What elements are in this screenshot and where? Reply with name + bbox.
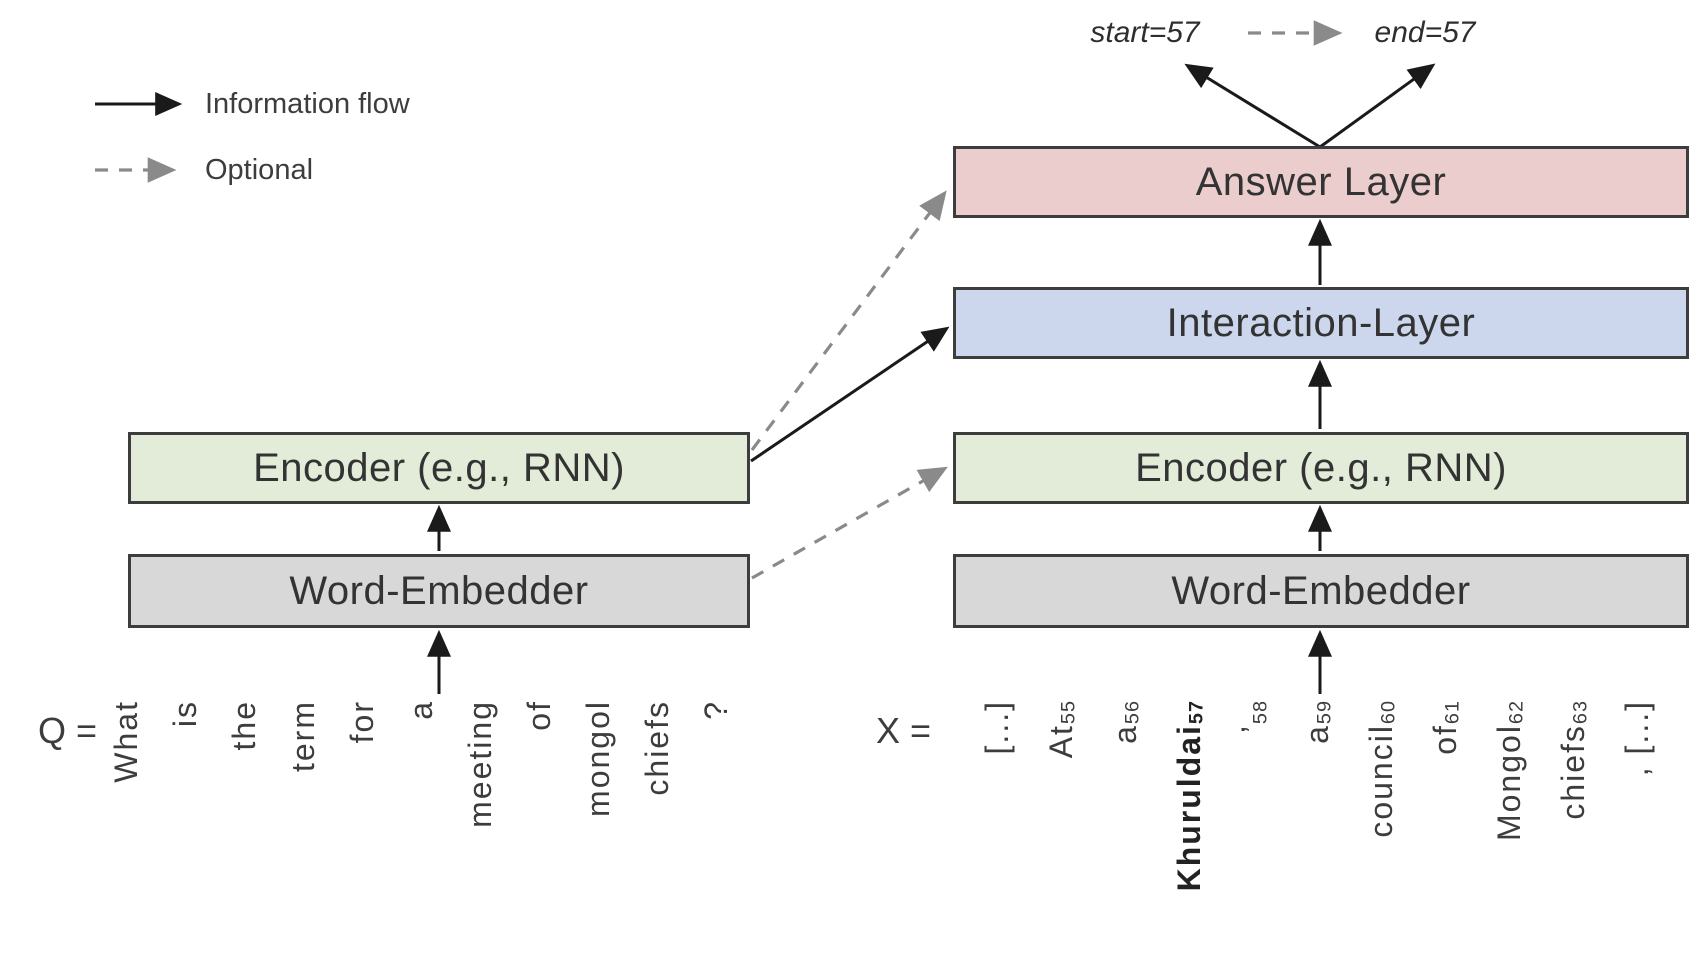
context-encoder-box: Encoder (e.g., RNN) bbox=[953, 432, 1689, 504]
question-word-embedder-box: Word-Embedder bbox=[128, 554, 750, 628]
question-token: chiefs bbox=[628, 700, 687, 796]
question-token: ? bbox=[687, 700, 746, 720]
answer-end-label: end=57 bbox=[1374, 16, 1476, 49]
question-prefix: Q = bbox=[38, 710, 98, 751]
question-word-embedder-label: Word-Embedder bbox=[289, 568, 589, 613]
context-token: a59 bbox=[1286, 700, 1350, 744]
answer-layer-label: Answer Layer bbox=[1195, 159, 1447, 204]
context-token: Mongol62 bbox=[1478, 700, 1542, 841]
context-token-text: [...] bbox=[979, 700, 1016, 755]
context-token-text: of61 bbox=[1426, 700, 1464, 755]
answer-start-label: start=57 bbox=[1090, 16, 1200, 49]
context-token: a56 bbox=[1094, 700, 1158, 744]
context-token: ’58 bbox=[1222, 700, 1286, 733]
question-token-text: for bbox=[343, 700, 380, 744]
context-token-text: ’58 bbox=[1234, 700, 1272, 734]
answer-to-start-arrow bbox=[1184, 63, 1321, 149]
context-token: , [...] bbox=[1606, 700, 1670, 776]
question-token-text: term bbox=[284, 700, 321, 772]
question-token-text: the bbox=[225, 700, 262, 751]
question-token: the bbox=[215, 700, 274, 750]
context-encoder-label: Encoder (e.g., RNN) bbox=[1135, 445, 1507, 490]
legend-optional-label: Optional bbox=[205, 154, 314, 186]
question-token: What bbox=[97, 700, 156, 783]
question-token: mongol bbox=[569, 700, 628, 817]
context-token: of61 bbox=[1414, 700, 1478, 755]
context-token: At55 bbox=[1030, 700, 1094, 758]
question-token: a bbox=[392, 700, 451, 720]
context-token-text: a56 bbox=[1106, 700, 1144, 744]
question-token-text: a bbox=[402, 700, 439, 720]
question-token-text: chiefs bbox=[638, 700, 675, 796]
question-token: meeting bbox=[451, 700, 510, 828]
question-token-row: What is the term for a meeting bbox=[97, 700, 746, 960]
context-word-embedder-box: Word-Embedder bbox=[953, 554, 1689, 628]
question-token-text: mongol bbox=[579, 700, 616, 817]
question-encoder-to-interaction-arrow bbox=[750, 326, 950, 463]
context-token-text: Mongol62 bbox=[1490, 700, 1528, 842]
question-token-text: is bbox=[166, 700, 203, 728]
context-word-embedder-label: Word-Embedder bbox=[1171, 568, 1471, 613]
context-token-text: At55 bbox=[1042, 700, 1080, 759]
interaction-layer-box: Interaction-Layer bbox=[953, 287, 1689, 359]
context-token: council60 bbox=[1350, 700, 1414, 838]
context-token-text: chiefs63 bbox=[1554, 700, 1592, 820]
answer-layer-box: Answer Layer bbox=[953, 146, 1689, 218]
question-embedder-to-context-encoder-optional-arrow bbox=[751, 466, 948, 580]
question-token-text: What bbox=[107, 700, 144, 783]
legend-information-flow-label: Information flow bbox=[205, 88, 410, 120]
question-encoder-label: Encoder (e.g., RNN) bbox=[253, 445, 625, 490]
context-token-text: council60 bbox=[1362, 700, 1400, 838]
context-token: Khuruldai57 bbox=[1158, 700, 1222, 891]
interaction-layer-label: Interaction-Layer bbox=[1166, 300, 1476, 345]
question-token: is bbox=[156, 700, 215, 727]
context-token: chiefs63 bbox=[1542, 700, 1606, 820]
question-encoder-to-answer-optional-arrow bbox=[750, 190, 947, 451]
context-token-text: a59 bbox=[1298, 700, 1336, 744]
question-token-text: of bbox=[520, 700, 557, 731]
answer-to-end-arrow bbox=[1319, 63, 1436, 149]
question-token-text: ? bbox=[697, 700, 734, 720]
question-token: term bbox=[274, 700, 333, 772]
question-token-text: meeting bbox=[461, 700, 498, 828]
context-prefix: X = bbox=[876, 710, 932, 751]
context-token-text: Khuruldai57 bbox=[1170, 700, 1208, 892]
context-token-row: [...] At55 a56 Khuruldai57 ’58 a59 cou bbox=[966, 700, 1670, 960]
question-token: for bbox=[333, 700, 392, 743]
context-token-text: , [...] bbox=[1619, 700, 1656, 777]
context-token: [...] bbox=[966, 700, 1030, 754]
question-encoder-box: Encoder (e.g., RNN) bbox=[128, 432, 750, 504]
question-token: of bbox=[510, 700, 569, 731]
